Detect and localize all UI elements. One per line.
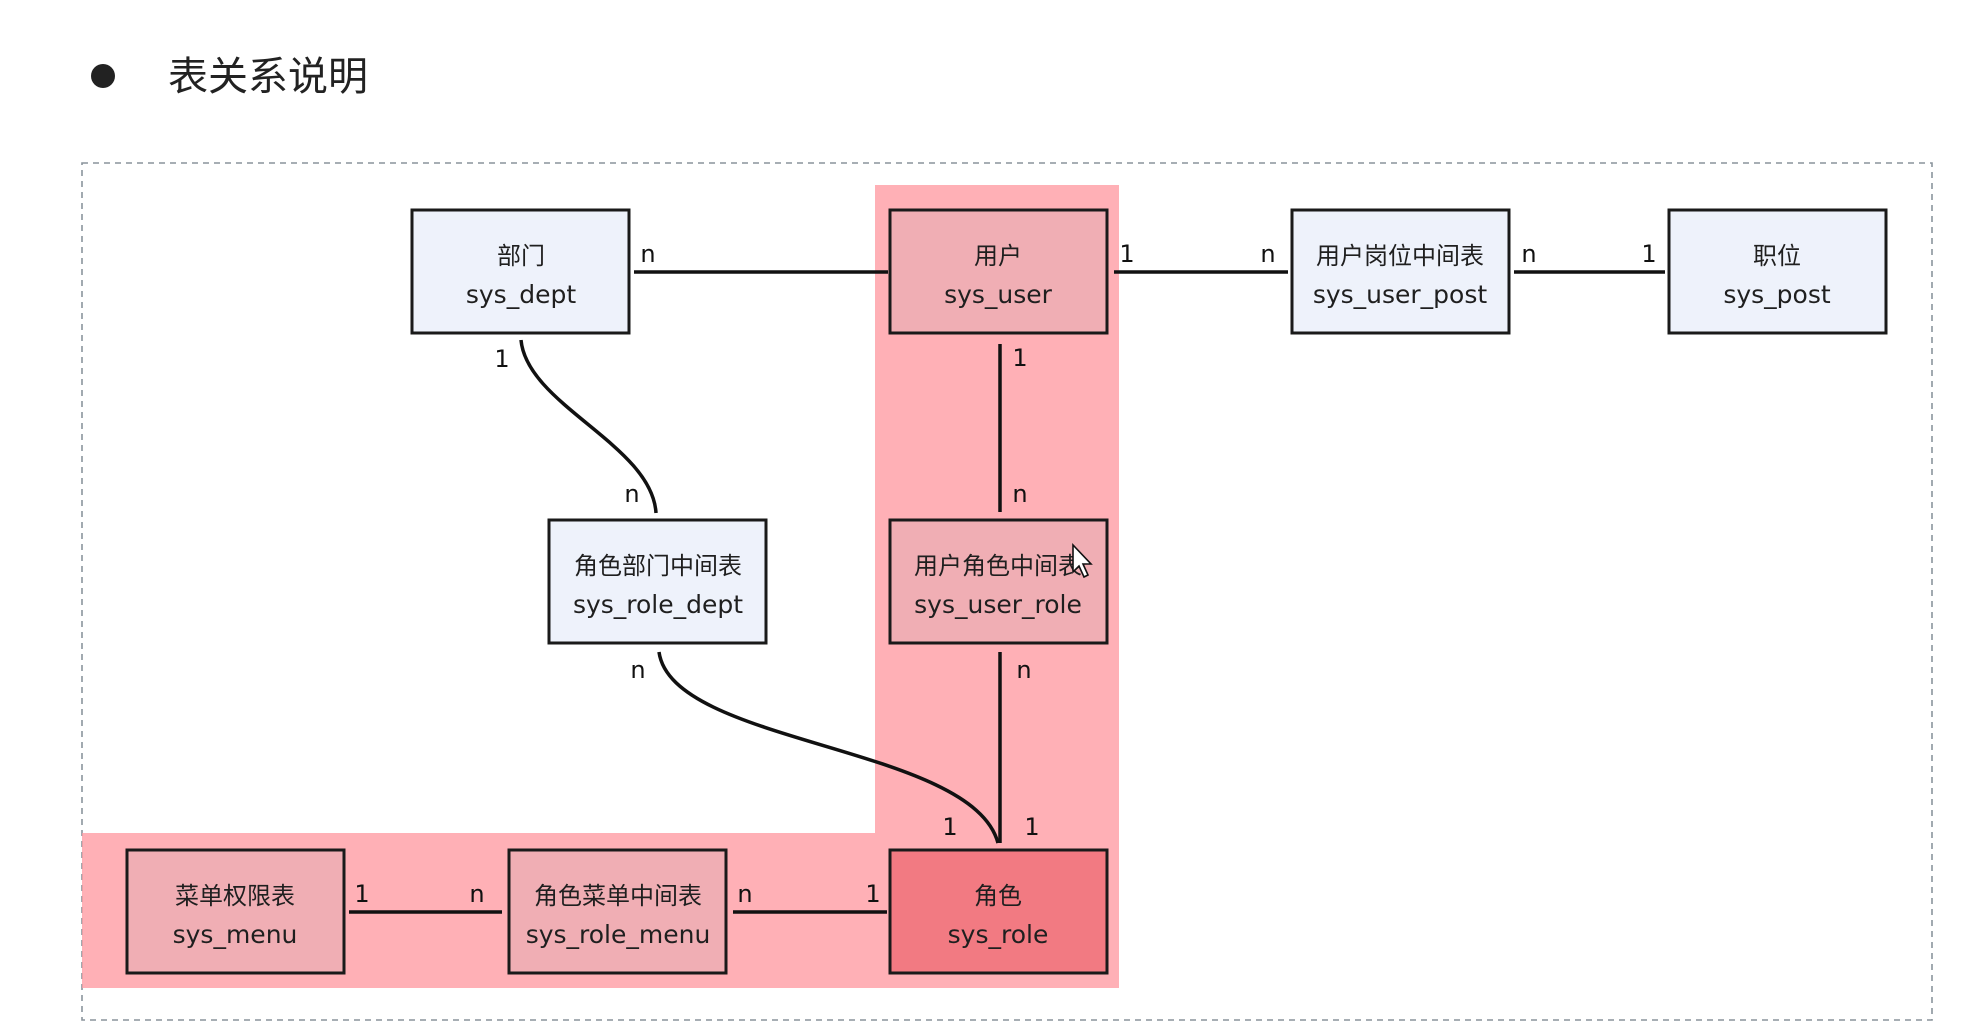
bullet-dot: [91, 64, 115, 88]
table-name-en: sys_role: [948, 920, 1049, 949]
table-box-sys-dept[interactable]: 部门 sys_dept: [410, 208, 631, 335]
edge-dept-role-dept: [519, 339, 658, 514]
diagram-frame: [81, 162, 1933, 1021]
card-user-post-post-from: n: [1521, 240, 1536, 268]
table-box-frame: [125, 848, 346, 975]
card-user-user-post-to: n: [1260, 240, 1275, 268]
table-box-sys-post[interactable]: 职位 sys_post: [1667, 208, 1888, 335]
table-name-en: sys_dept: [466, 280, 576, 309]
table-box-sys-user-role[interactable]: 用户角色中间表 sys_user_role: [888, 518, 1109, 645]
card-role-dept-role-from: n: [630, 656, 645, 684]
card-menu-role-menu-from: 1: [354, 880, 369, 908]
table-box-frame: [888, 848, 1109, 975]
table-box-sys-menu[interactable]: 菜单权限表 sys_menu: [125, 848, 346, 975]
card-menu-role-menu-to: n: [469, 880, 484, 908]
card-role-menu-role-from: n: [737, 880, 752, 908]
card-role-dept-role-to: 1: [942, 813, 957, 841]
table-box-sys-user[interactable]: 用户 sys_user: [888, 208, 1109, 335]
card-dept-role-dept-from: 1: [494, 345, 509, 373]
table-name-cn: 菜单权限表: [175, 882, 295, 910]
card-dept-role-dept-to: n: [624, 480, 639, 508]
table-box-frame: [547, 518, 768, 645]
table-box-frame: [888, 518, 1109, 645]
table-name-en: sys_role_dept: [573, 590, 743, 619]
table-box-sys-role[interactable]: 角色 sys_role: [888, 848, 1109, 975]
table-box-frame: [507, 848, 728, 975]
table-name-cn: 角色部门中间表: [574, 552, 742, 580]
table-box-frame: [1667, 208, 1888, 335]
table-name-en: sys_post: [1723, 280, 1831, 309]
card-user-user-post-from: 1: [1119, 240, 1134, 268]
table-name-en: sys_role_menu: [526, 920, 711, 949]
card-user-role-role-to: 1: [1024, 813, 1039, 841]
table-name-cn: 角色菜单中间表: [534, 882, 702, 910]
table-box-sys-user-post[interactable]: 用户岗位中间表 sys_user_post: [1290, 208, 1511, 335]
table-name-en: sys_menu: [173, 920, 298, 949]
table-name-cn: 职位: [1753, 242, 1801, 270]
card-user-post-post-to: 1: [1641, 240, 1656, 268]
table-name-en: sys_user: [944, 280, 1053, 309]
table-name-cn: 用户岗位中间表: [1316, 242, 1484, 270]
table-name-cn: 用户角色中间表: [914, 552, 1082, 580]
table-box-frame: [1290, 208, 1511, 335]
card-user-role-role-from: n: [1016, 656, 1031, 684]
table-name-cn: 部门: [497, 242, 545, 270]
edge-role-dept-role: [657, 651, 1000, 844]
card-dept-user: n: [640, 240, 655, 268]
card-user-user-role-from: 1: [1012, 344, 1027, 372]
table-box-sys-role-menu[interactable]: 角色菜单中间表 sys_role_menu: [507, 848, 728, 975]
table-name-en: sys_user_role: [914, 590, 1082, 619]
table-name-cn: 用户: [974, 242, 1022, 270]
table-box-sys-role-dept[interactable]: 角色部门中间表 sys_role_dept: [547, 518, 768, 645]
mouse-cursor-icon: [1072, 542, 1093, 579]
table-name-en: sys_user_post: [1313, 280, 1488, 309]
card-role-menu-role-to: 1: [865, 880, 880, 908]
table-box-frame: [410, 208, 631, 335]
table-name-cn: 角色: [974, 882, 1022, 910]
table-box-frame: [888, 208, 1109, 335]
card-user-user-role-to: n: [1012, 480, 1027, 508]
page-title: 表关系说明: [168, 54, 368, 100]
